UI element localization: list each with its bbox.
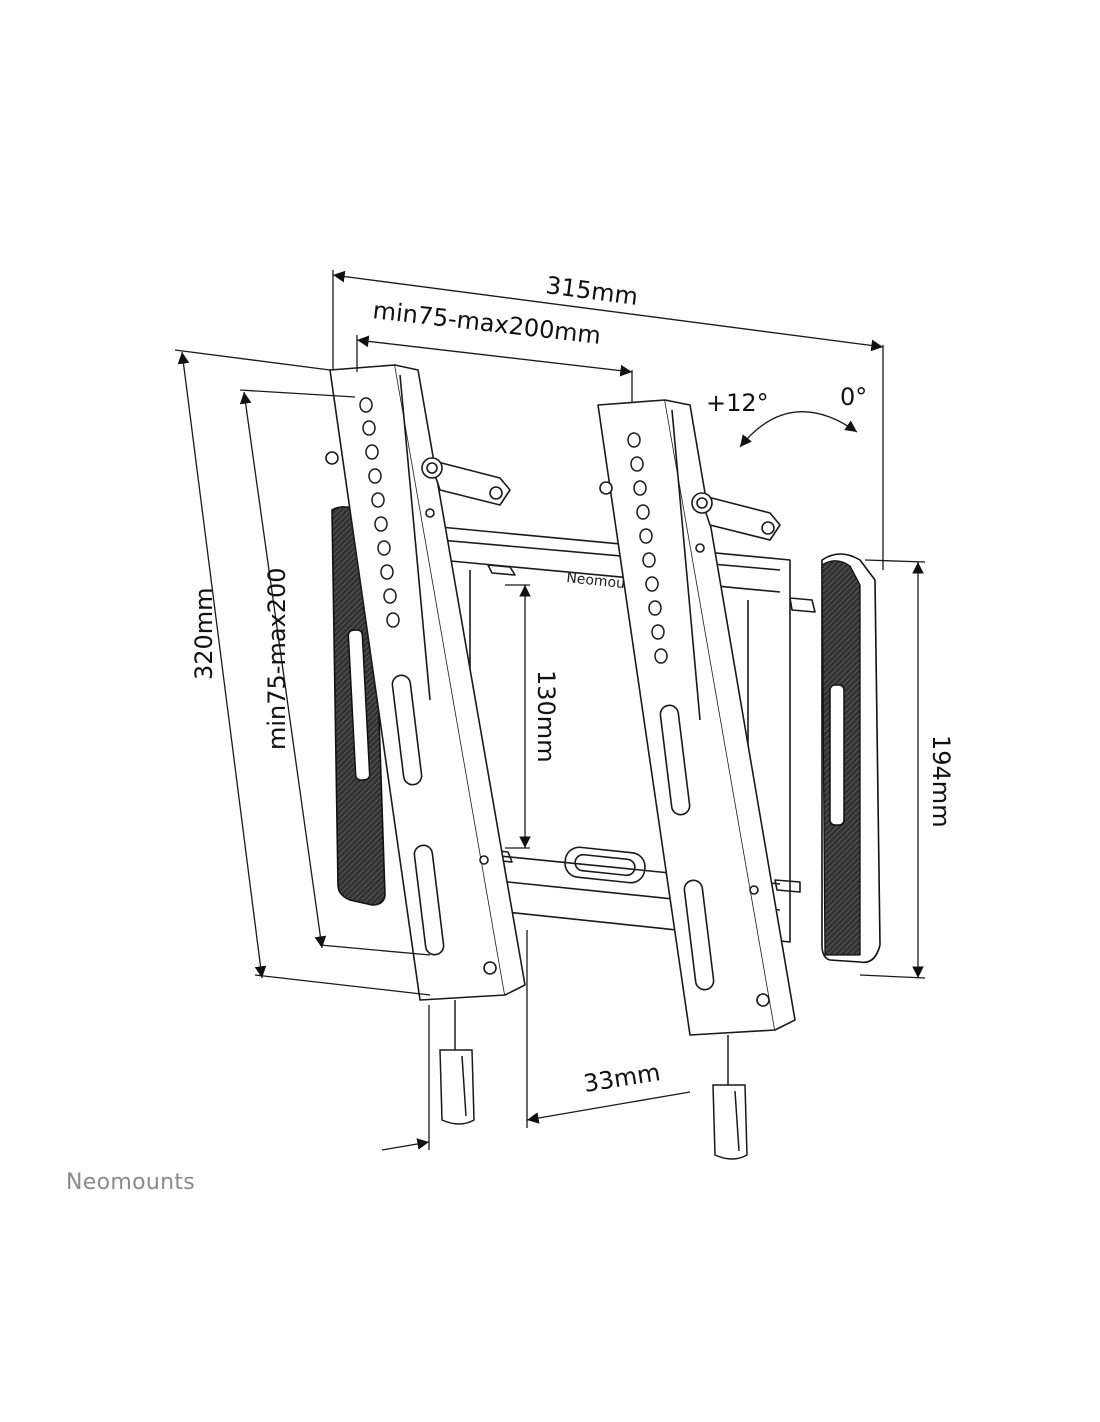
label-hole-spacing-vertical: min75-max200 [263, 567, 291, 750]
dim-line-33-left [381, 1138, 430, 1151]
right-pad [821, 553, 881, 964]
label-tilt-forward: +12° [706, 389, 769, 417]
right-arm-holes [627, 432, 668, 664]
left-arm-holes [359, 397, 400, 628]
label-hole-spacing-horizontal: min75-max200mm [371, 296, 602, 350]
right-pull-cord [712, 1035, 748, 1160]
dimension-lines [174, 270, 926, 1151]
left-pull-cord [439, 1000, 475, 1125]
dim-line-315 [332, 270, 884, 352]
right-bracket-arm [597, 399, 796, 1036]
label-wall-distance: 33mm [582, 1058, 663, 1098]
tilt-arc [739, 411, 858, 448]
label-tilt-zero: 0° [840, 383, 867, 411]
dim-line-33-right [526, 1091, 691, 1124]
label-wall-plate-spacing: 130mm [532, 670, 560, 763]
label-overall-height: 320mm [190, 587, 218, 680]
label-wall-plate-height: 194mm [927, 735, 955, 828]
dim-line-min75-max200mm [356, 335, 633, 377]
brand-logo: Neomounts [66, 1170, 196, 1195]
dim-line-min75-max200 [239, 391, 327, 949]
